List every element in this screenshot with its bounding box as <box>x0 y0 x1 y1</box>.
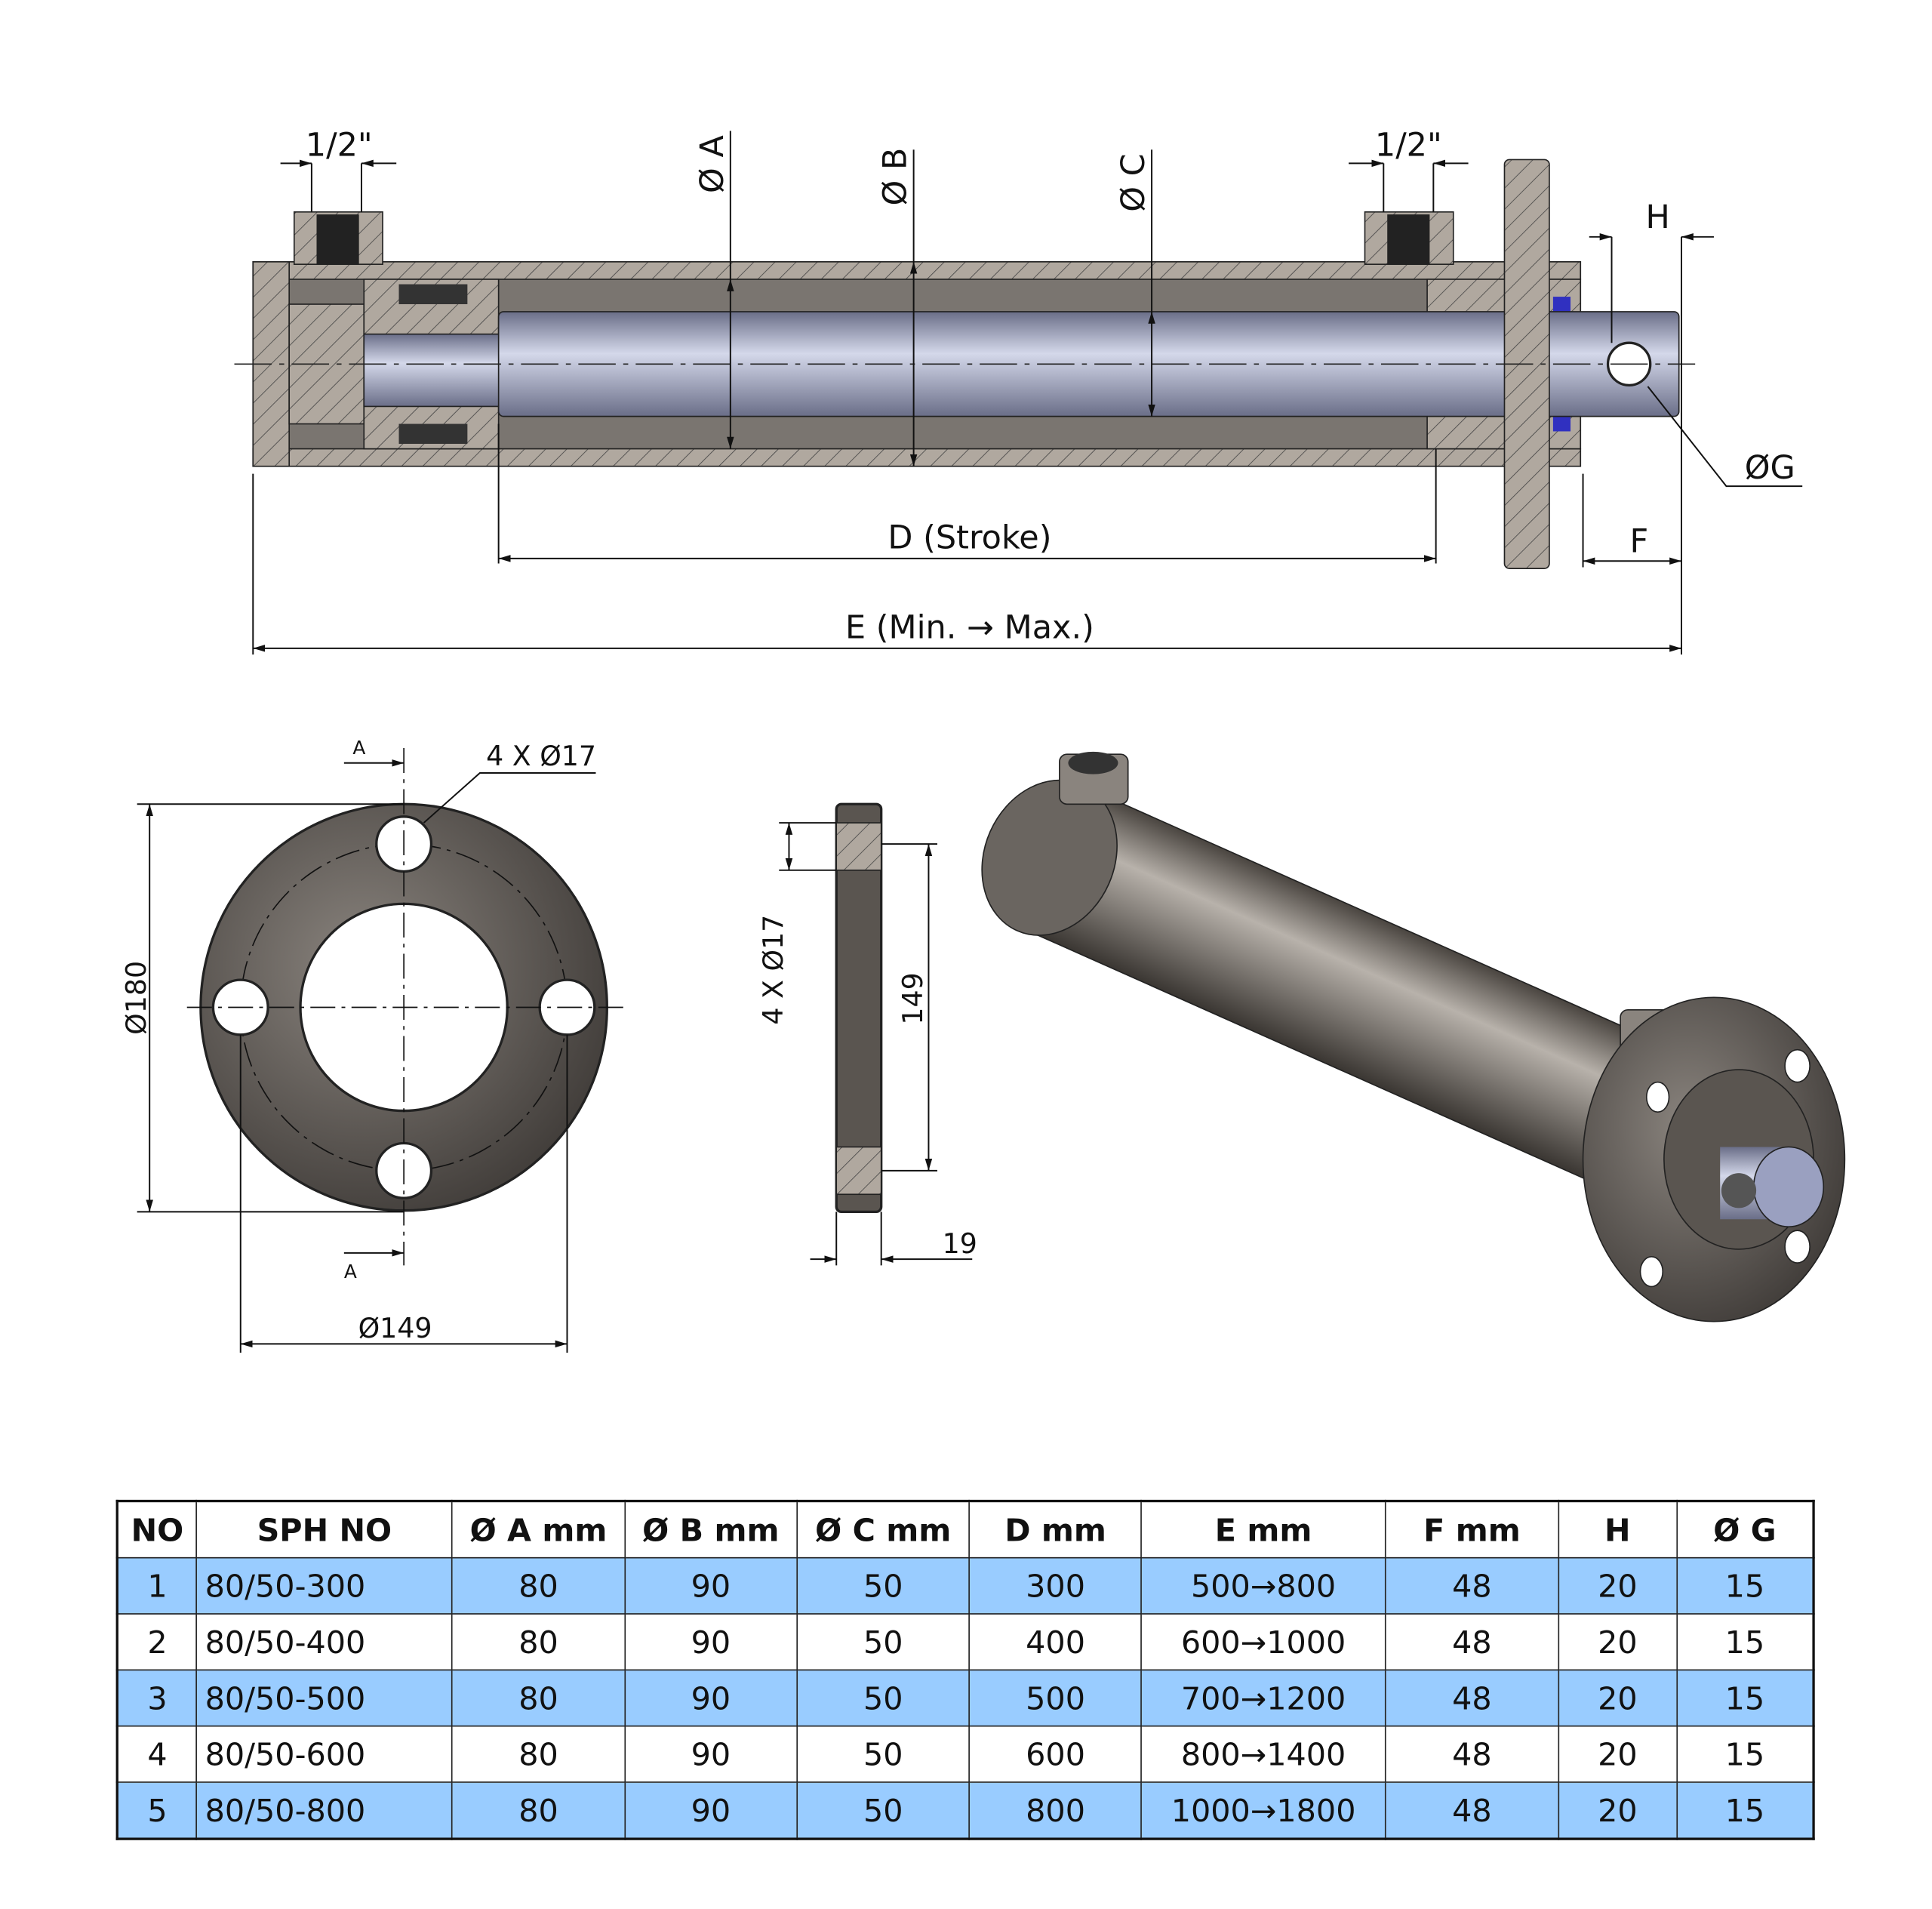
table-header-row: NO SPH NO Ø A mm Ø B mm Ø C mm D mm E mm… <box>116 1500 1814 1559</box>
bolt-circle-label: Ø149 <box>358 1312 432 1344</box>
table-cell: 4 <box>116 1725 198 1783</box>
port-right-label: 1/2" <box>1375 126 1442 164</box>
section-top-label: A <box>352 737 365 759</box>
table-cell: 15 <box>1675 1725 1814 1783</box>
table-cell: 20 <box>1558 1781 1678 1840</box>
table-cell: 500 <box>968 1669 1143 1727</box>
table-cell: 2 <box>116 1613 198 1671</box>
table-cell: 80/50-300 <box>196 1556 453 1615</box>
f-label: F <box>1630 523 1649 561</box>
table-cell: 3 <box>116 1669 198 1727</box>
table-cell: 48 <box>1385 1613 1559 1671</box>
table-cell: 20 <box>1558 1613 1678 1671</box>
col-header: D mm <box>968 1500 1143 1559</box>
flange-front-view <box>137 747 623 1353</box>
side-149-label: 149 <box>897 972 929 1024</box>
table-cell: 80 <box>451 1781 626 1840</box>
table-cell: 20 <box>1558 1556 1678 1615</box>
table-cell: 800 <box>968 1781 1143 1840</box>
col-header: E mm <box>1140 1500 1386 1559</box>
col-header: H <box>1558 1500 1678 1559</box>
port-left-label: 1/2" <box>306 126 373 164</box>
table-cell: 90 <box>624 1556 798 1615</box>
col-header: SPH NO <box>196 1500 453 1559</box>
col-header: Ø A mm <box>451 1500 626 1559</box>
side-thickness-label: 19 <box>943 1227 977 1260</box>
table-cell: 15 <box>1675 1613 1814 1671</box>
table-cell: 50 <box>795 1781 971 1840</box>
table-cell: 80/50-500 <box>196 1669 453 1727</box>
table-cell: 90 <box>624 1781 798 1840</box>
table-cell: 90 <box>624 1613 798 1671</box>
table-cell: 400 <box>968 1613 1143 1671</box>
g-label: ØG <box>1745 449 1795 487</box>
dimensions <box>252 131 1803 655</box>
col-header: Ø G <box>1675 1500 1814 1559</box>
col-header: Ø B mm <box>624 1500 798 1559</box>
table-cell: 80 <box>451 1613 626 1671</box>
side-holes-label: 4 X Ø17 <box>757 915 789 1025</box>
table-cell: 50 <box>795 1669 971 1727</box>
table-cell: 600→1000 <box>1140 1613 1386 1671</box>
table-cell: 700→1200 <box>1140 1669 1386 1727</box>
table-cell: 48 <box>1385 1781 1559 1840</box>
table-cell: 50 <box>795 1556 971 1615</box>
table-cell: 80 <box>451 1669 626 1727</box>
dia-b-label: Ø B <box>877 148 915 206</box>
table-cell: 48 <box>1385 1556 1559 1615</box>
col-header: F mm <box>1385 1500 1559 1559</box>
table-cell: 48 <box>1385 1669 1559 1727</box>
table-cell: 5 <box>116 1781 198 1840</box>
table-cell: 20 <box>1558 1669 1678 1727</box>
table-cell: 1 <box>116 1556 198 1615</box>
table-cell: 300 <box>968 1556 1143 1615</box>
flange-outer-label: Ø180 <box>120 961 152 1035</box>
table-cell: 90 <box>624 1725 798 1783</box>
table-cell: 15 <box>1675 1556 1814 1615</box>
dia-a-label: Ø A <box>694 135 731 193</box>
dia-c-label: Ø C <box>1115 153 1152 211</box>
col-header: NO <box>116 1500 198 1559</box>
table-cell: 80/50-800 <box>196 1781 453 1840</box>
table-cell: 20 <box>1558 1725 1678 1783</box>
table-cell: 800→1400 <box>1140 1725 1386 1783</box>
table-cell: 50 <box>795 1725 971 1783</box>
table-cell: 500→800 <box>1140 1556 1386 1615</box>
table-cell: 80 <box>451 1725 626 1783</box>
section-bottom-label: A <box>344 1261 357 1282</box>
table-cell: 15 <box>1675 1669 1814 1727</box>
stroke-label: D (Stroke) <box>888 519 1051 557</box>
table-cell: 50 <box>795 1613 971 1671</box>
col-header: Ø C mm <box>795 1500 971 1559</box>
table-cell: 1000→1800 <box>1140 1781 1386 1840</box>
table-cell: 80/50-600 <box>196 1725 453 1783</box>
table-cell: 15 <box>1675 1781 1814 1840</box>
cylinder-section-view <box>234 159 1696 569</box>
flange-holes-label: 4 X Ø17 <box>486 740 596 772</box>
specification-table: NO SPH NO Ø A mm Ø B mm Ø C mm D mm E mm… <box>115 1499 1815 1840</box>
cylinder-3d-view <box>981 751 1846 1322</box>
table-cell: 48 <box>1385 1725 1559 1783</box>
table-cell: 600 <box>968 1725 1143 1783</box>
flange-side-view: 4 X Ø17 149 19 <box>757 802 977 1266</box>
e-label: E (Min. → Max.) <box>845 609 1094 647</box>
h-label: H <box>1645 199 1669 236</box>
table-cell: 80/50-400 <box>196 1613 453 1671</box>
table-cell: 90 <box>624 1669 798 1727</box>
table-cell: 80 <box>451 1556 626 1615</box>
